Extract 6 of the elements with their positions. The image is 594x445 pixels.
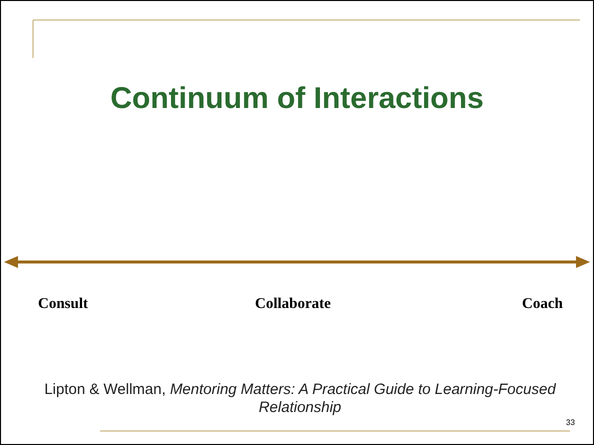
citation: Lipton & Wellman, Mentoring Matters: A Practical Guide to Learning-Focused Relationship [43,381,557,417]
scale-label: Collaborate [255,296,331,313]
scale-label: Coach [522,296,563,313]
page-number: 33 [566,418,575,427]
slide-title: Continuum of Interactions [109,82,485,116]
scale-label: Consult [38,296,88,313]
